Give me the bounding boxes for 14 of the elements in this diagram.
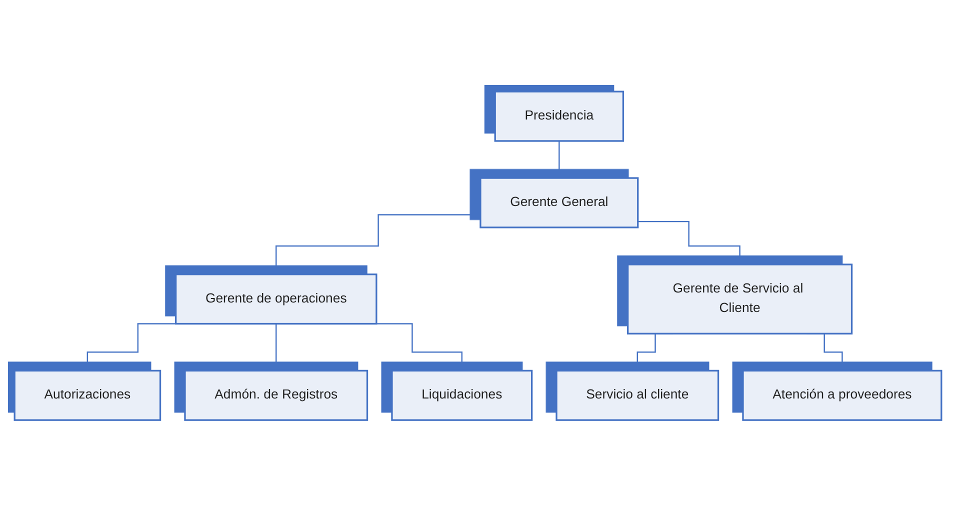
connector <box>276 214 480 275</box>
connector <box>558 140 560 178</box>
node-box <box>627 263 853 334</box>
connector <box>638 220 740 265</box>
node-box <box>494 90 624 142</box>
node-box <box>480 176 639 228</box>
node-box <box>742 370 942 421</box>
connector <box>276 322 277 371</box>
node-box <box>556 370 720 421</box>
org-chart: Presidencia Gerente General Gerente de operaciones Gerente de Servicio al Cliente Autorizaciones Admón. de Registros Liquidaciones Servicio al cliente Atención a proveedores <box>8 84 948 426</box>
node-box <box>391 370 533 421</box>
node-box <box>14 370 162 421</box>
node-box <box>175 273 378 324</box>
node-box <box>184 370 368 421</box>
